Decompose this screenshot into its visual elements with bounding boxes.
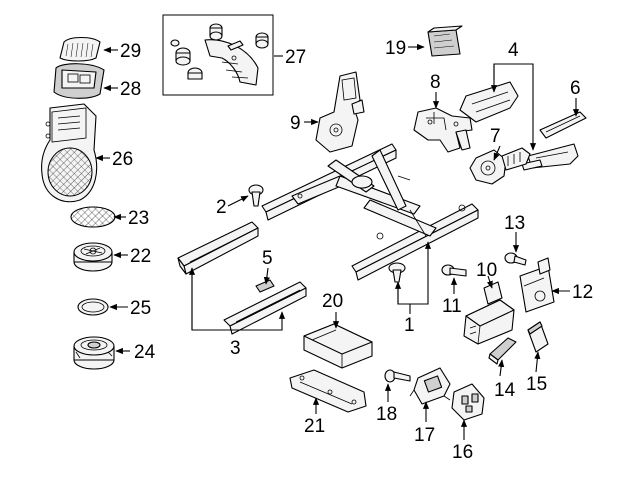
callout-13: 13 [504,213,525,234]
part-20-module [303,323,373,369]
part-15-pad [527,321,549,353]
part-16-connector [451,383,485,421]
part-8-bracket [413,107,473,153]
bushing-parts [170,23,269,80]
part-7-motor [469,147,531,185]
part-19-block [427,25,463,57]
part-11-bolt [441,264,467,277]
callout-9: 9 [290,113,301,134]
part-9-recliner [315,71,365,153]
callout-2: 2 [216,197,227,218]
callout-6: 6 [570,78,581,99]
part-29-bezel [59,36,101,62]
part-21-bracket [289,369,367,413]
part-18-bolt [384,369,411,383]
callout-22: 22 [130,246,151,267]
callout-24: 24 [134,342,156,363]
part-22-fan [73,242,113,272]
leader-lines [95,43,580,440]
callout-14: 14 [494,380,516,401]
part-5-clip [255,279,275,293]
callout-29: 29 [120,41,141,62]
fan-mesh [47,147,93,197]
callout-27: 27 [285,47,306,68]
part-10-module [463,281,515,345]
callout-21: 21 [304,416,325,437]
part-27-kit-box [162,14,274,96]
part-1-seat-frame [261,143,479,281]
part-17-connector [409,367,451,405]
callout-12: 12 [572,282,593,303]
callout-25: 25 [130,298,151,319]
callout-3: 3 [230,338,241,359]
callout-labels: 29 28 26 23 22 25 24 27 19 8 9 4 6 7 2 5… [112,38,593,463]
callout-23: 23 [128,208,149,229]
callout-20: 20 [322,291,343,312]
part-1-screw [388,262,406,283]
callout-26: 26 [112,149,133,170]
part-13-screw [504,252,527,266]
part-3-rails [177,221,307,335]
part-6-trim-strip [539,111,587,139]
callout-10: 10 [476,260,497,281]
adjuster-bracket [204,39,259,86]
callout-19: 19 [385,38,406,59]
part-24-fan-motor [73,336,115,370]
callout-18: 18 [376,404,397,425]
callout-5: 5 [262,248,273,269]
callout-28: 28 [120,79,141,100]
part-23-grille [70,206,116,228]
callout-11: 11 [442,296,462,317]
callout-16: 16 [452,442,473,463]
part-26-fan-housing [41,103,98,203]
part-25-seal-ring [77,298,109,316]
part-14-pad [488,337,517,365]
callout-7: 7 [490,126,501,147]
callout-4: 4 [508,40,519,61]
callout-1: 1 [404,315,415,336]
part-4-covers [459,81,579,171]
callout-17: 17 [414,425,435,446]
part-12-module [519,257,555,313]
part-28-switch [53,63,105,99]
part-2-bolt [248,184,264,207]
callout-15: 15 [526,374,547,395]
callout-8: 8 [430,72,441,93]
